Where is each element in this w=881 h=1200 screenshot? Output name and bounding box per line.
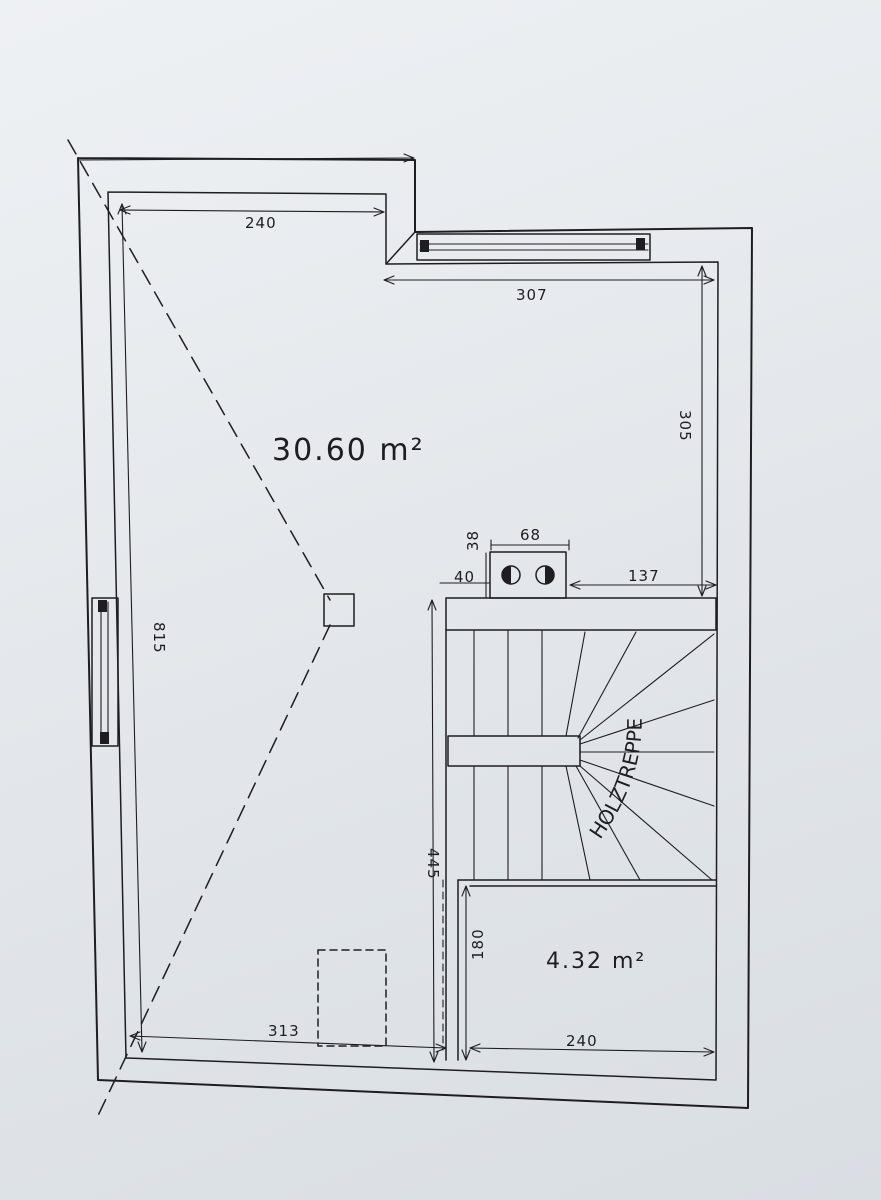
outer-walls: [77, 157, 753, 1109]
area-main-room: 30.60 m²: [272, 433, 425, 468]
chimney: [489, 551, 567, 599]
dim-right-upper-height: 305: [676, 410, 694, 442]
top-window: [416, 233, 651, 261]
stair-enclosure: [442, 597, 717, 1061]
dim-chimney-depth: 38: [464, 530, 482, 551]
pillar: [323, 593, 355, 627]
dim-chimney-offset: 40: [454, 568, 475, 586]
dim-chimney-width: 68: [520, 526, 541, 544]
area-small-room: 4.32 m²: [546, 949, 646, 974]
dim-stair-wall-height: 445: [424, 848, 442, 880]
stair-label-text: HOLZTREPPE: [584, 718, 646, 843]
dim-bottom-left-width: 313: [268, 1022, 300, 1040]
stairs: [447, 629, 715, 881]
dim-small-room-depth: 180: [469, 928, 487, 960]
roof-slope-lines: [67, 139, 331, 1121]
dim-left-height: 815: [150, 622, 168, 654]
stair-label: HOLZTREPPE: [584, 718, 646, 843]
left-window: [91, 597, 119, 747]
dim-top-right-width: 307: [516, 286, 548, 304]
dim-chimney-to-wall: 137: [628, 567, 660, 585]
dim-top-left-width: 240: [245, 214, 277, 232]
floor-hatch: [317, 949, 387, 1047]
dim-bottom-right-width: 240: [566, 1032, 598, 1050]
dimension-lines: [77, 153, 717, 1063]
